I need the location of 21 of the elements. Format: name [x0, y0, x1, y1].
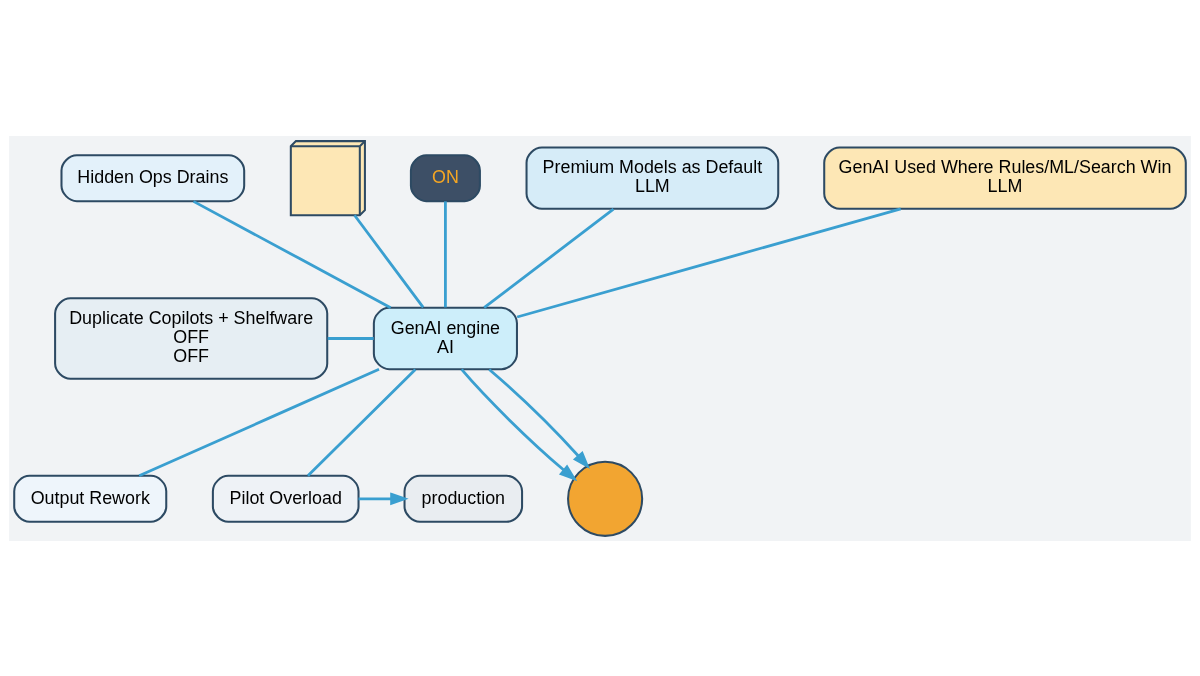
arrow — [488, 367, 590, 469]
node-box: production — [403, 474, 524, 523]
node-box: Output Rework — [13, 474, 168, 523]
connector — [483, 207, 615, 309]
node-box: ON — [409, 153, 481, 202]
node-box: Pilot Overload — [211, 474, 360, 523]
node-box: Duplicate Copilots + Shelfware OFF OFF — [54, 296, 329, 380]
node-box: Hidden Ops Drains — [60, 153, 246, 202]
node-box: GenAI engine AI — [372, 306, 518, 370]
connector — [138, 367, 380, 477]
connector — [192, 199, 392, 309]
node-circle — [567, 460, 644, 537]
node-box: GenAI Used Where Rules/ML/Search Win LLM — [823, 146, 1187, 210]
arrow — [358, 491, 409, 505]
connector — [327, 336, 374, 340]
connector — [516, 207, 902, 318]
connector — [353, 213, 425, 308]
connector — [444, 200, 447, 307]
arrow — [460, 368, 578, 481]
node-box: Premium Models as Default LLM — [525, 146, 780, 210]
connector — [306, 367, 417, 477]
